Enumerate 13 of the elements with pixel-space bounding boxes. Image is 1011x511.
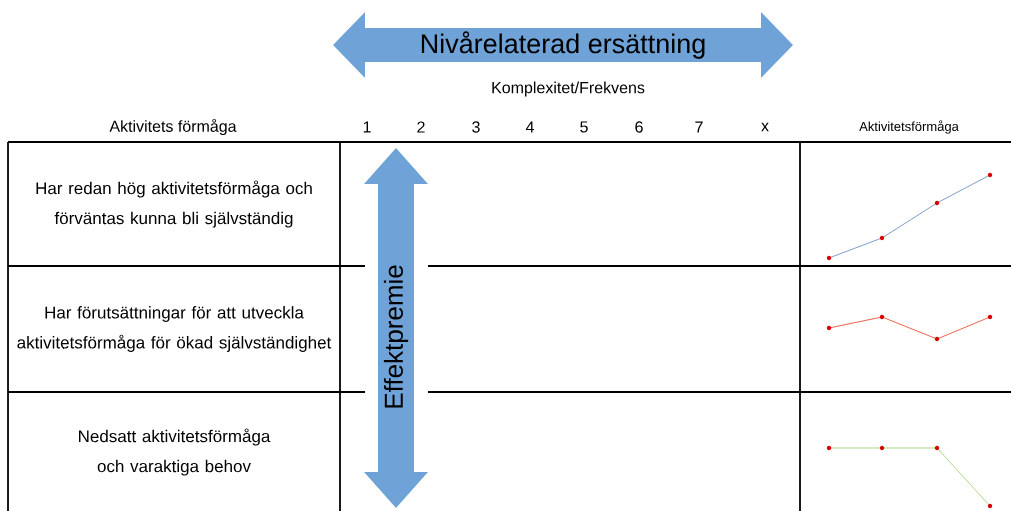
column-header: Aktivitetsförmåga <box>859 120 959 134</box>
column-number: 2 <box>417 121 425 133</box>
column-number: 1 <box>363 121 371 133</box>
column-number: 3 <box>472 121 480 133</box>
row-label: Har förutsättningar för att utveckla aktivitetsförmåga för ökad självständighet <box>17 306 332 352</box>
column-header: Aktivitets förmåga <box>109 118 237 136</box>
column-number: x <box>761 122 769 132</box>
row-label: Har redan hög aktivitetsförmåga och förväntas kunna bli självständig <box>36 180 312 228</box>
row-label: Nedsatt aktivitetsförmåga och varaktiga behov <box>79 428 271 476</box>
column-number: 4 <box>525 121 534 133</box>
column-number: 6 <box>635 121 643 133</box>
column-number: 5 <box>580 121 588 133</box>
column-number: 7 <box>695 121 703 133</box>
